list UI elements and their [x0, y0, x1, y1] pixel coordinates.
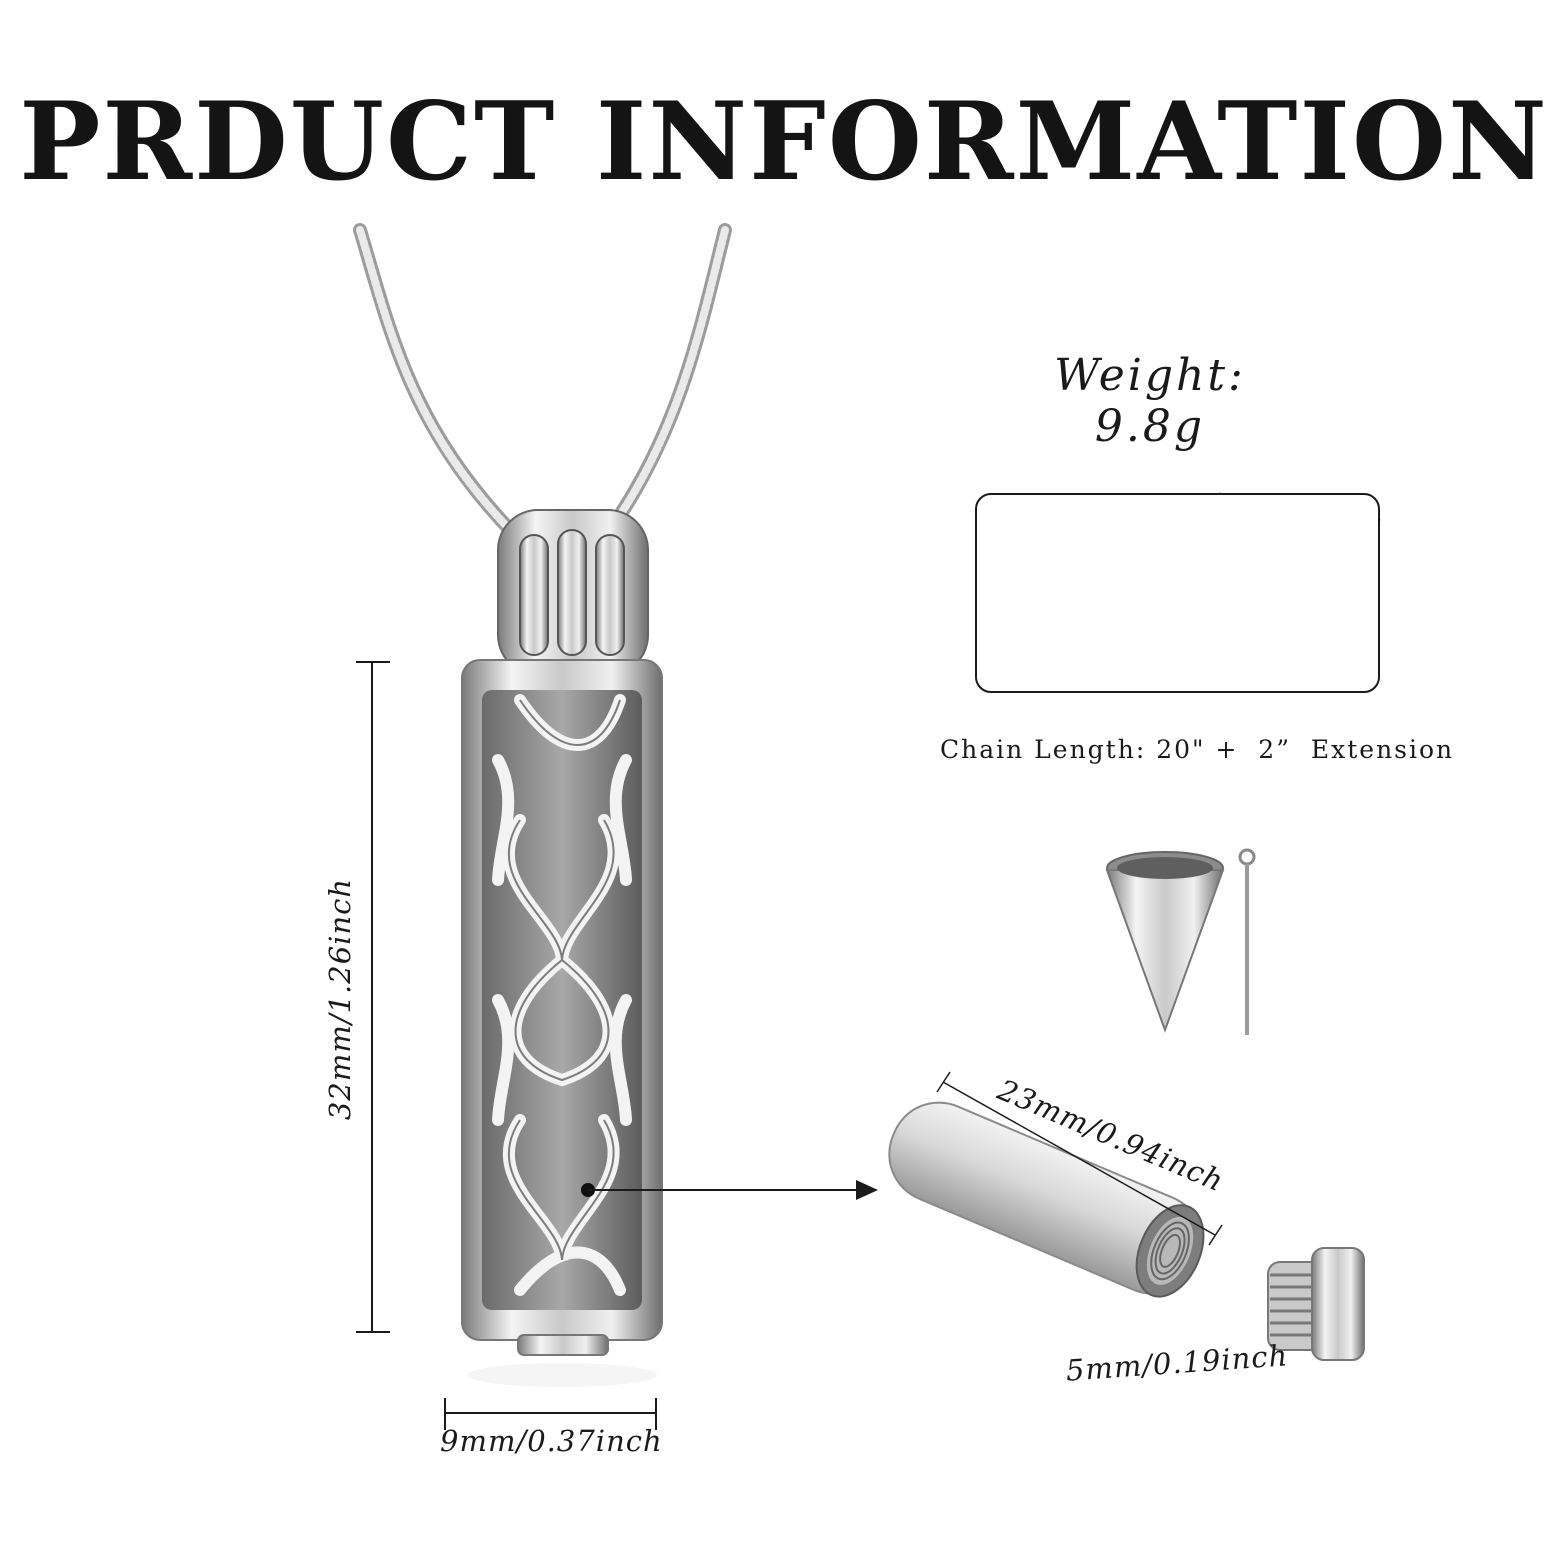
snake-chain	[353, 223, 732, 547]
inner-tube	[888, 1071, 1223, 1298]
weight-label: Weight: 9.8g	[1054, 350, 1246, 452]
pendant-width-label: 9mm/0.37inch	[440, 1424, 663, 1458]
pointer-arrow	[581, 1180, 878, 1200]
screw-cap	[1267, 1247, 1365, 1361]
funnel-icon	[1105, 851, 1225, 1033]
page-title: PRDUCT INFORMATION	[19, 79, 1549, 205]
chain-length-label: Chain Length: 20" + 2” Extension	[940, 735, 1455, 764]
pendant-cylinder	[461, 659, 663, 1387]
filling-pin-icon	[1238, 848, 1256, 1035]
pendant-bail	[497, 509, 649, 676]
height-dimension-line	[356, 661, 390, 1333]
pendant-height-label: 32mm/1.26inch	[323, 877, 357, 1121]
width-dimension-line	[444, 1398, 657, 1430]
chain-image-frame	[975, 493, 1380, 693]
